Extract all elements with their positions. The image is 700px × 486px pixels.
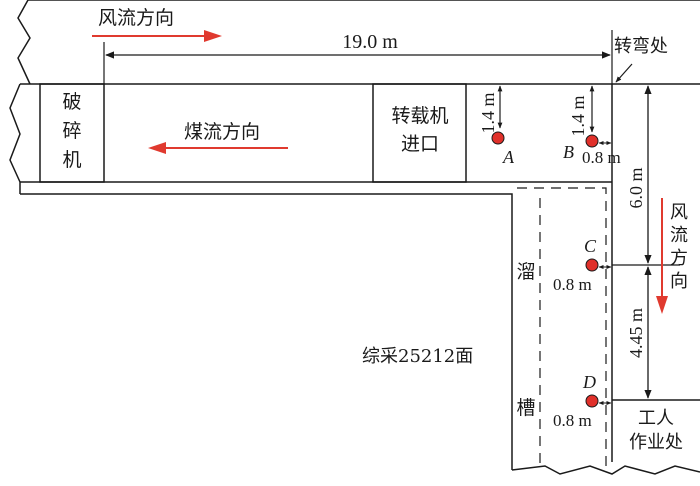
wind-dir-top-arrow [92,30,222,42]
point-b-marker [585,134,599,148]
coal-flow-arrow [148,142,288,154]
point-c-group: C 0.8 m [553,236,612,294]
wind-dir-side-2: 流 [670,225,688,246]
wind-dir-top-label: 风流方向 [98,7,174,29]
lower-wall [20,193,513,470]
point-c-marker [585,258,599,272]
wind-dir-side-1: 风 [670,202,688,223]
point-a-label: A [502,147,515,167]
turn-point-label: 转弯处 [614,36,668,57]
coal-flow-label: 煤流方向 [184,121,260,143]
offset-d-label: 0.8 m [553,411,592,430]
chute-label-1: 溜 [516,261,535,283]
crusher-label-3: 机 [62,149,81,171]
vertical-lower-label: 4.45 m [626,308,646,358]
point-c-label: C [584,236,597,256]
left-break-lower [9,83,21,194]
point-d-group: D 0.8 m [553,372,612,430]
crusher-label-2: 碎 [62,120,81,142]
offset-c-label: 0.8 m [553,275,592,294]
roadway-outline [9,0,700,475]
bottom-break [511,465,700,475]
point-a-marker [491,131,505,145]
point-d-label: D [582,372,596,392]
wind-dir-side: 风 流 方 向 [656,198,688,314]
point-d-marker [585,394,599,408]
point-b-label: B [563,142,574,162]
point-a-group: 1.4 m A [478,85,515,167]
wind-dir-side-3: 方 [670,248,688,269]
dist-a-label: 1.4 m [478,92,498,133]
crusher-label-1: 破 [62,91,81,113]
transfer-inlet-box: 转载机 进口 [372,83,467,183]
dist-b-label: 1.4 m [568,95,588,136]
offset-b-label: 0.8 m [582,148,621,167]
left-break-upper [17,0,31,85]
transfer-label-1: 转载机 [391,105,448,127]
span-label: 19.0 m [342,31,398,53]
worker-label-2: 作业处 [629,432,683,453]
crusher-box: 破 碎 机 [39,83,105,183]
worker-label-1: 工人 [638,408,674,429]
transfer-label-2: 进口 [401,133,439,155]
chute-dashes [517,187,607,470]
worker-area-box: 工人 作业处 [612,399,700,453]
span-dimension: 19.0 m [103,30,613,84]
wind-dir-side-4: 向 [670,271,688,292]
point-b-group: 1.4 m B 0.8 m [563,85,621,167]
chute-label-2: 槽 [516,397,535,419]
vertical-dimensions: 6.0 m 4.45 m [612,85,680,399]
face-name-label: 综采25212面 [362,346,473,367]
vertical-upper-label: 6.0 m [626,167,646,208]
turn-point-leader [615,63,633,83]
wind-dir-side-arrow-head [656,296,668,314]
